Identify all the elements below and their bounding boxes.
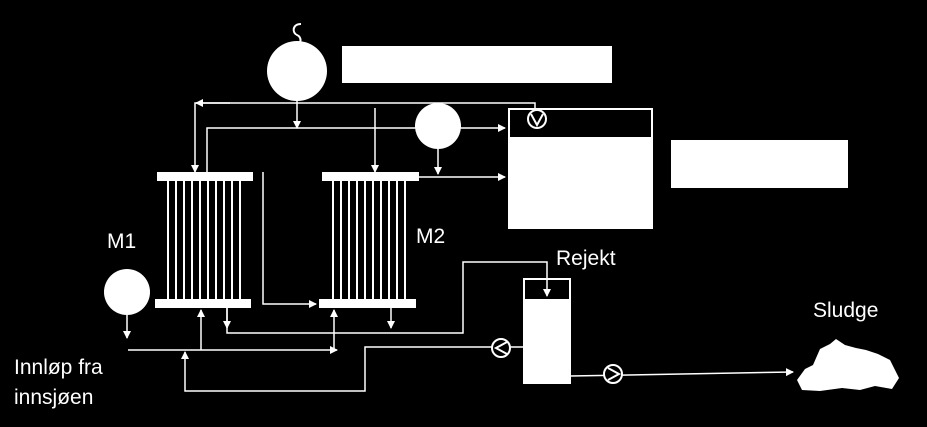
sludge-pile (797, 339, 899, 391)
m1-permeate-line (206, 124, 506, 172)
clean-water-tank (508, 108, 653, 229)
label-box-top (342, 46, 612, 83)
membrane-module-m1 (155, 172, 253, 308)
m1-tank (104, 269, 150, 315)
membrane-module-m2 (319, 172, 419, 308)
pump-clean-tank (527, 109, 547, 129)
inlet-label-line2: innsjøen (14, 386, 94, 409)
reject-recirc-line (181, 346, 524, 392)
m1-label: M1 (107, 230, 137, 253)
m1-to-m2-line (262, 172, 317, 308)
m2-label: M2 (416, 225, 446, 248)
concentrate-line (226, 261, 551, 334)
top-recirc-line (191, 102, 536, 173)
label-box-right (671, 140, 848, 188)
chemical-tank-s (267, 23, 327, 101)
sludge-label: Sludge (813, 299, 879, 322)
pump-reject-recirc (491, 338, 511, 358)
dosing-tank-middle (415, 103, 461, 149)
inlet-label-line1: Innløp fra (14, 356, 103, 379)
rejekt-label: Rejekt (556, 247, 616, 270)
pump-sludge (603, 364, 623, 384)
